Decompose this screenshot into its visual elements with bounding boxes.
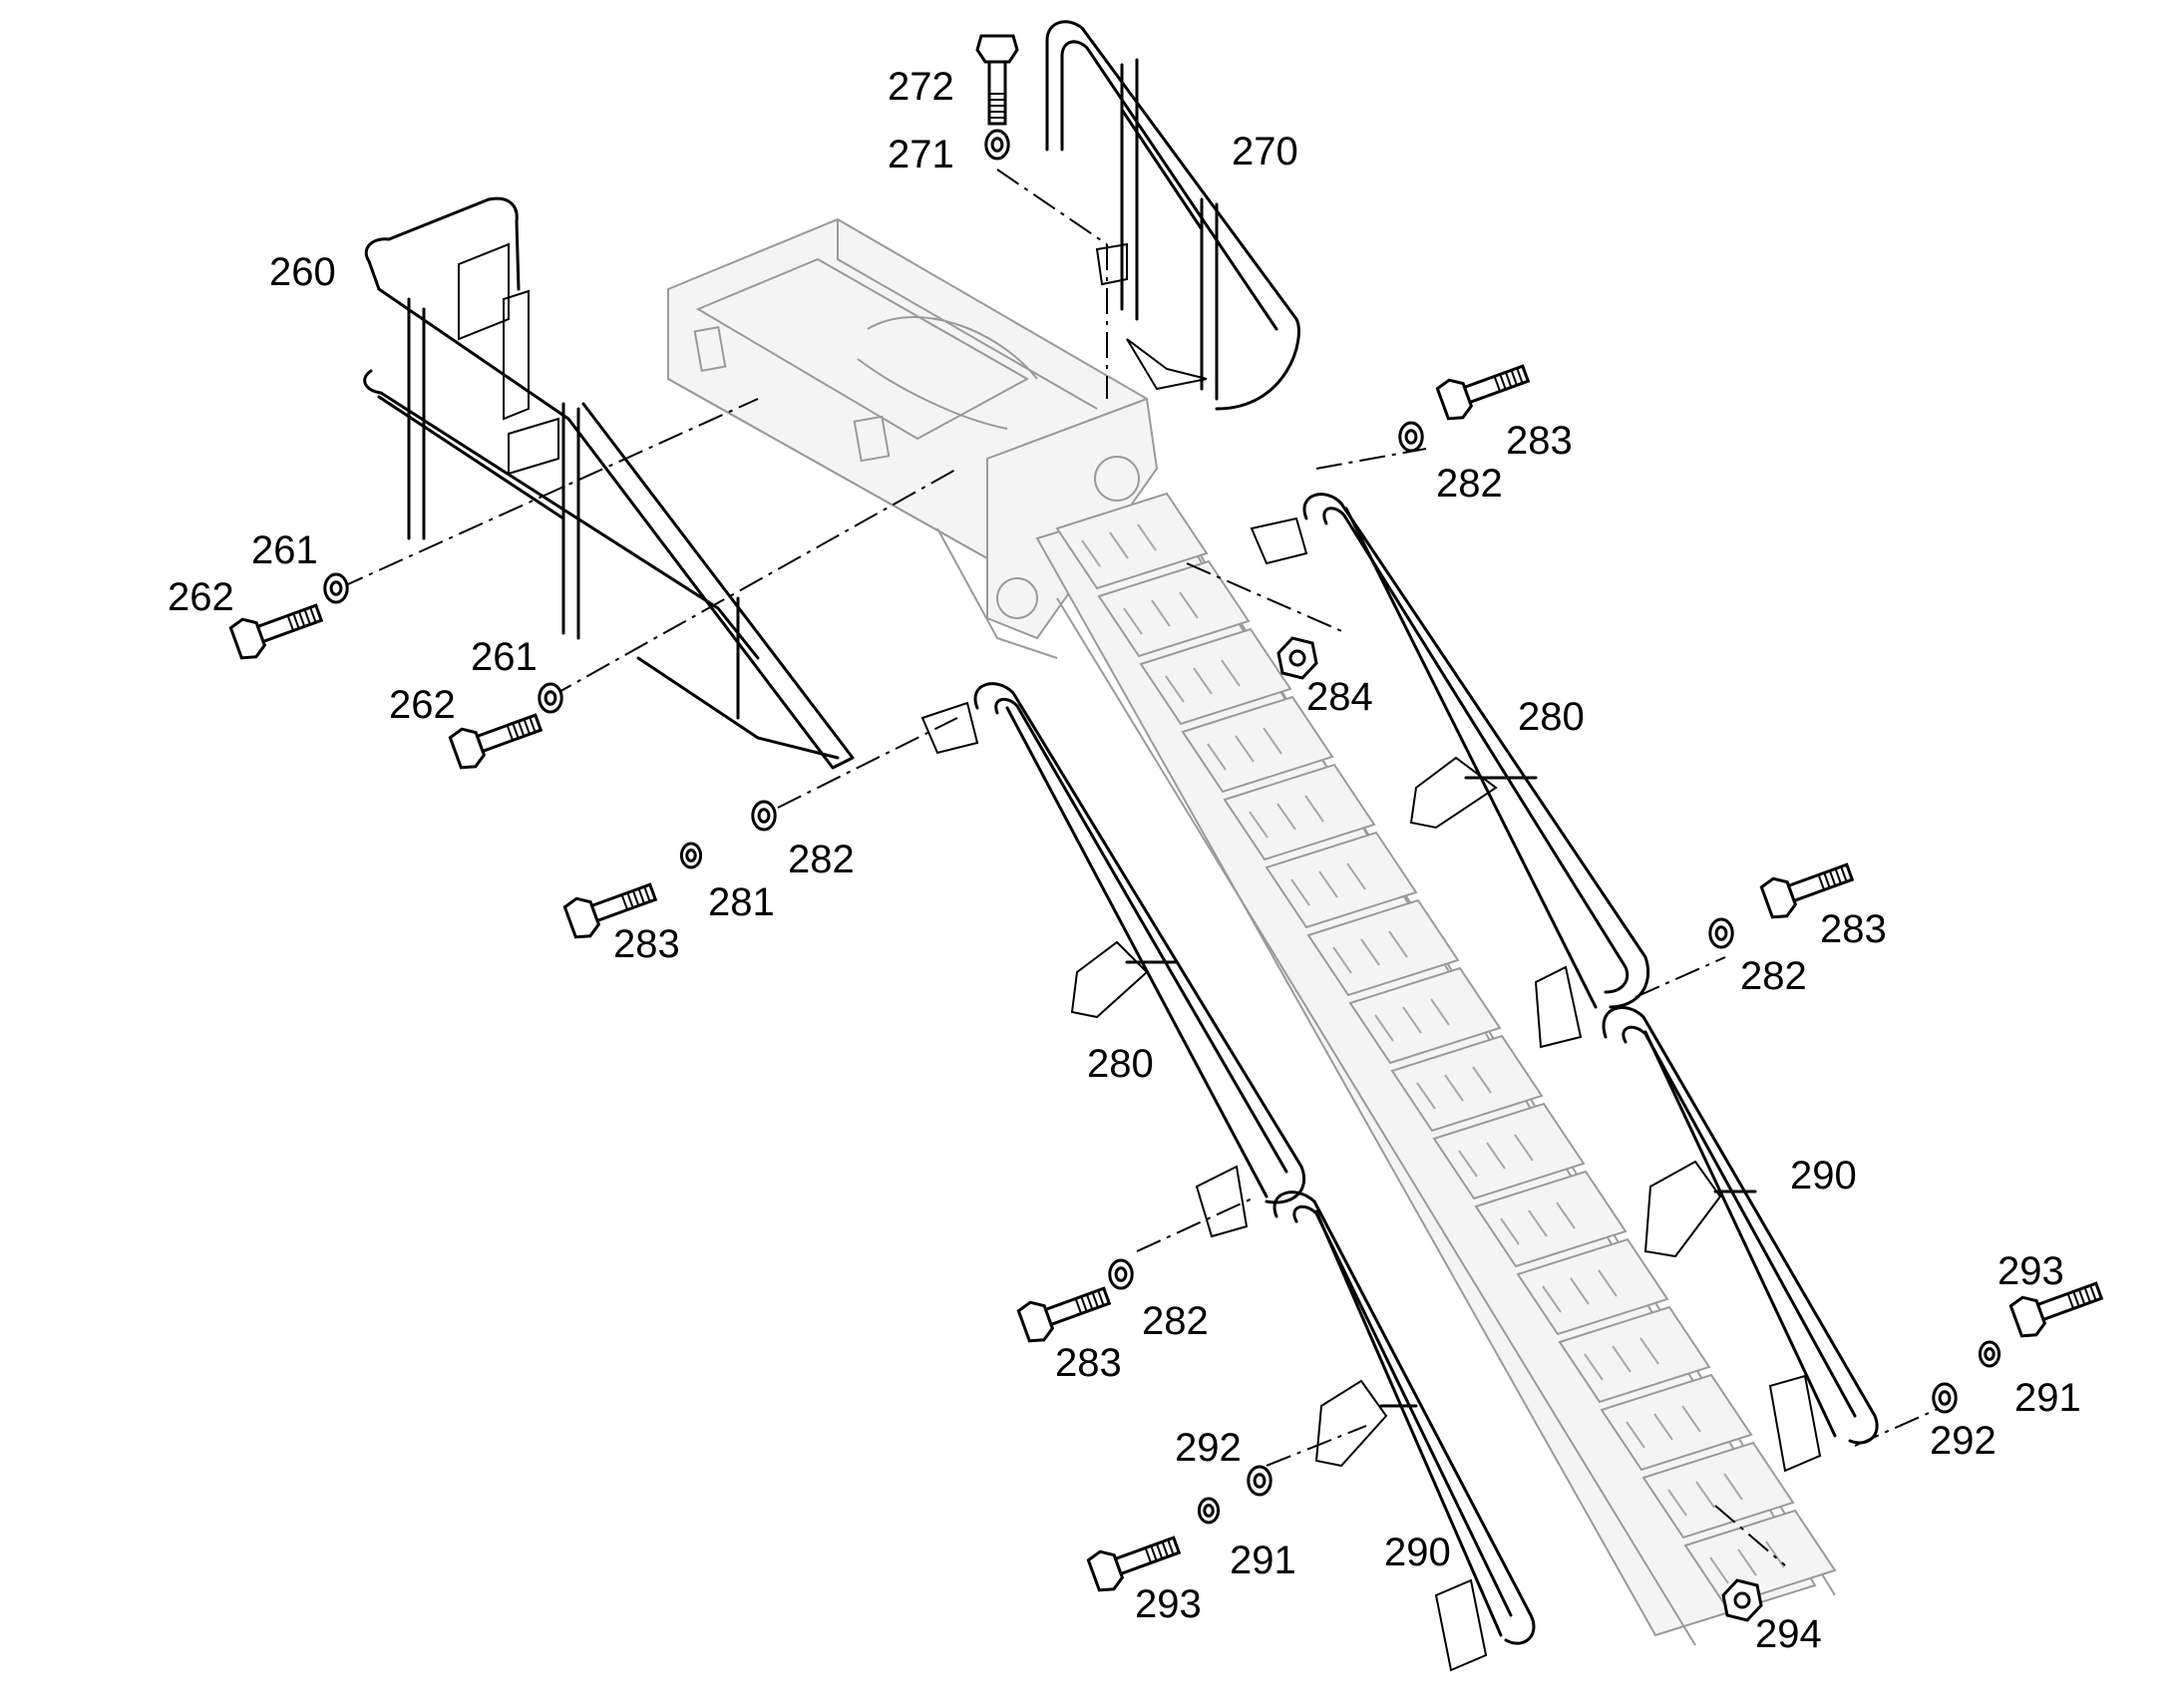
washer-261-lower — [538, 682, 563, 714]
callout-292-right: 292 — [1930, 1419, 1997, 1463]
hardware-nuts — [1276, 636, 1763, 1622]
callout-271: 271 — [888, 133, 954, 176]
stair-tread — [1516, 1237, 1669, 1336]
bolt-262-lower — [448, 713, 544, 770]
assembly-axes — [338, 169, 1946, 1566]
callout-283-mid-right: 283 — [1820, 907, 1887, 951]
hardware-bolts — [228, 34, 2104, 1592]
callout-260: 260 — [269, 250, 336, 294]
callout-261-lower: 261 — [471, 635, 538, 679]
handrail-280-lower — [920, 682, 1305, 1238]
washer-291-right — [1978, 1340, 2001, 1368]
callout-284: 284 — [1306, 675, 1373, 719]
callout-294: 294 — [1755, 1612, 1822, 1656]
callout-282-lower: 282 — [1142, 1299, 1209, 1343]
callout-282-mid-left: 282 — [788, 838, 855, 881]
stair-tread — [1181, 695, 1334, 794]
callout-290-right: 290 — [1790, 1154, 1857, 1197]
bolt-283-mid-left — [562, 882, 658, 939]
bolt-283-mid-right — [1759, 862, 1855, 919]
bolt-283-lower — [1016, 1286, 1112, 1343]
callout-282-mid-right: 282 — [1740, 954, 1807, 998]
washer-282-mid-right — [1708, 917, 1734, 949]
washer-282-mid-left — [751, 800, 777, 832]
washer-282-lower — [1108, 1258, 1134, 1290]
stair-tread — [1348, 966, 1502, 1065]
bolt-293-right — [2008, 1281, 2104, 1338]
stair-tread — [1055, 492, 1209, 590]
frame-housing — [667, 217, 1159, 659]
handrail-290-upper — [1602, 1006, 1879, 1473]
stair-tread — [1600, 1373, 1753, 1472]
callout-262-upper: 262 — [168, 575, 234, 619]
washer-291-left — [1197, 1497, 1221, 1525]
callout-272: 272 — [888, 65, 954, 109]
callout-283-lower: 283 — [1055, 1341, 1122, 1385]
stair-tread — [1139, 627, 1292, 726]
bolt-283-top — [1435, 364, 1531, 421]
stair-tread — [1474, 1170, 1628, 1268]
stair-tread — [1097, 559, 1251, 658]
callout-291-left: 291 — [1230, 1538, 1296, 1582]
callout-293-right: 293 — [1998, 1249, 2064, 1293]
washer-292-right — [1932, 1382, 1958, 1414]
callout-280-left: 280 — [1087, 1042, 1154, 1086]
stair-tread — [1641, 1441, 1795, 1539]
callout-283-top: 283 — [1506, 419, 1573, 463]
washer-281 — [679, 842, 703, 869]
stair-tread — [1390, 1034, 1544, 1133]
callouts: 272 271 270 260 283 282 261 262 261 262 … — [168, 65, 2081, 1656]
stair-tread — [1558, 1305, 1711, 1404]
callout-261-upper: 261 — [251, 528, 318, 572]
washer-292-left — [1247, 1465, 1272, 1497]
stair-tread — [1432, 1102, 1586, 1200]
stair-tread — [1265, 831, 1418, 929]
railing-270 — [1045, 20, 1300, 411]
washer-282-top — [1398, 421, 1424, 453]
stair-tread — [1683, 1509, 1837, 1607]
callout-293-left: 293 — [1135, 1582, 1202, 1626]
bolt-293-left — [1086, 1536, 1182, 1592]
callout-283-mid-left: 283 — [613, 922, 680, 966]
stair-tread — [1223, 763, 1376, 861]
callout-290-left: 290 — [1384, 1531, 1451, 1574]
callout-292-left: 292 — [1175, 1426, 1242, 1470]
hardware-washers — [323, 129, 2001, 1525]
callout-280-right: 280 — [1518, 695, 1585, 739]
callout-282-top: 282 — [1436, 462, 1503, 506]
washer-271 — [984, 129, 1010, 161]
bolt-262-upper — [228, 603, 324, 660]
handrail-290-lower — [1272, 1191, 1536, 1672]
stair-tread — [1306, 898, 1460, 997]
callout-270: 270 — [1232, 130, 1298, 173]
callout-262-lower: 262 — [389, 683, 456, 727]
handrail-280-upper — [1250, 493, 1650, 1049]
stair-treads — [1055, 492, 1837, 1607]
railing-260 — [363, 196, 855, 770]
callout-291-right: 291 — [2014, 1376, 2081, 1420]
bolt-272 — [975, 34, 1019, 126]
washer-261-upper — [323, 572, 349, 604]
callout-281: 281 — [708, 880, 775, 924]
